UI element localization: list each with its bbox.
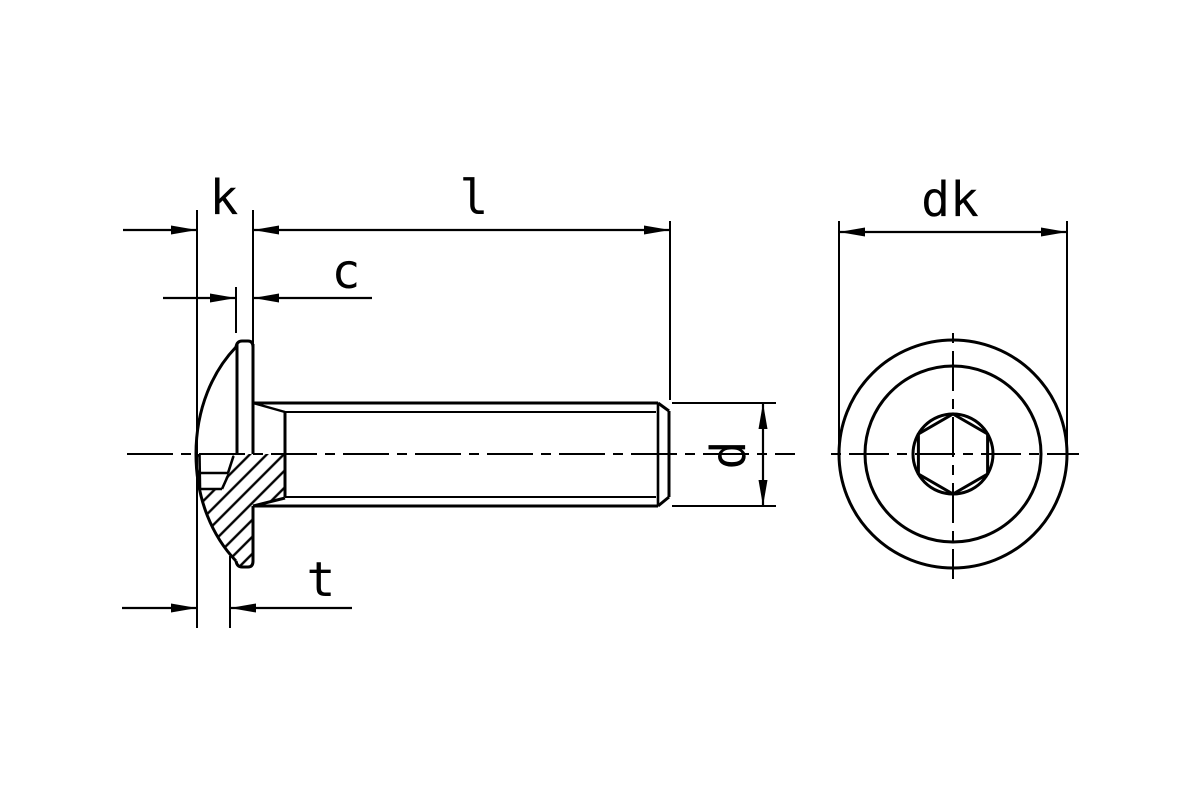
flange-rim-bottom: [234, 560, 255, 569]
dimension-c: c: [163, 244, 372, 333]
arrowhead: [210, 293, 236, 303]
arrowhead: [644, 225, 670, 235]
dim-label-t: t: [307, 552, 336, 608]
dim-label-l: l: [460, 170, 489, 226]
thread-runout-slant: [252, 401, 286, 414]
arrowhead: [758, 480, 768, 506]
dimension-t: t: [122, 552, 352, 628]
tip-chamfer-bottom: [657, 495, 670, 508]
dim-label-k: k: [210, 170, 239, 226]
head-dome-profile-upper: [194, 345, 238, 455]
flange-rim-top: [234, 339, 255, 348]
arrowhead: [253, 225, 279, 235]
head-dome-circle: [863, 364, 1043, 544]
arrowhead: [171, 603, 197, 613]
arrowhead: [171, 225, 197, 235]
threaded-shank: [252, 401, 671, 508]
arrowhead: [253, 293, 279, 303]
dimension-k: k: [123, 170, 254, 628]
arrowhead: [1041, 227, 1067, 237]
socket-hexagon: [916, 412, 990, 496]
arrowhead: [839, 227, 865, 237]
arrowhead: [758, 403, 768, 429]
end-view: dk: [827, 172, 1079, 579]
side-view: k l c t: [122, 170, 795, 628]
flange-outer-circle: [837, 338, 1069, 570]
dimension-l: l: [253, 170, 671, 400]
dimension-dk: dk: [838, 172, 1068, 447]
tip-chamfer-top: [657, 401, 670, 413]
dimension-d: d: [672, 402, 776, 507]
dim-label-dk: dk: [921, 172, 979, 228]
dim-label-d: d: [701, 441, 757, 470]
socket-cavity-lines: [198, 454, 235, 491]
dim-label-c: c: [332, 244, 361, 300]
head-section-hatch: [196, 454, 285, 567]
arrowhead: [230, 603, 256, 613]
